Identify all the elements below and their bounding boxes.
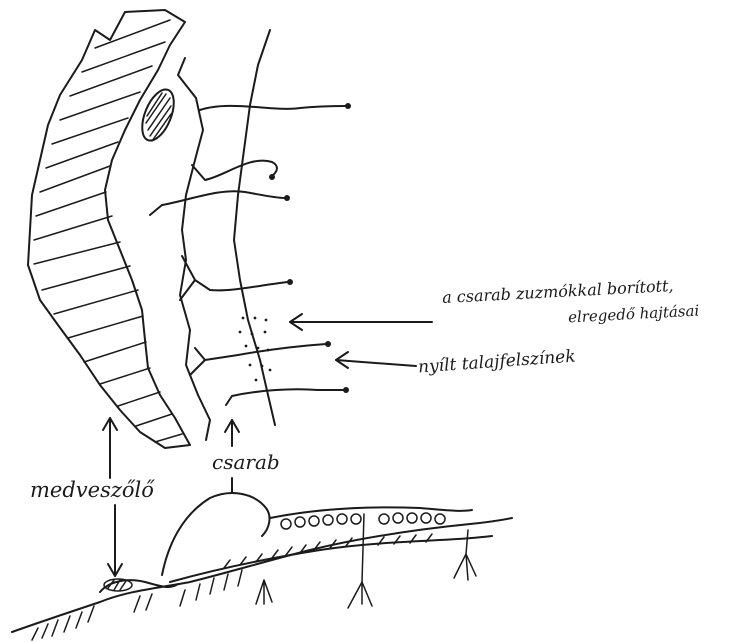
arrow-to-open-soil <box>336 352 416 368</box>
label-heather: csarab <box>212 450 280 474</box>
cross-section-profile <box>12 493 512 640</box>
root-fork-3 <box>256 580 272 604</box>
heather-shoots <box>150 103 351 405</box>
arrow-down-to-bearberry-section <box>108 505 122 576</box>
soil-hatching <box>32 534 432 640</box>
heather-area-left-edge <box>178 58 210 440</box>
arrow-up-to-heather-area <box>225 420 239 446</box>
arrow-to-lichen-shoots <box>290 314 432 330</box>
label-bearberry: medveszőlő <box>30 478 154 502</box>
bearberry-patch-topview <box>28 10 190 448</box>
heather-area-right-edge <box>234 30 275 425</box>
root-fork-1 <box>348 582 372 608</box>
lichen-dots <box>239 317 272 382</box>
vertical-stem <box>362 514 364 582</box>
arrow-up-to-bearberry-area <box>103 418 117 478</box>
bearberry-hatching <box>34 20 182 442</box>
